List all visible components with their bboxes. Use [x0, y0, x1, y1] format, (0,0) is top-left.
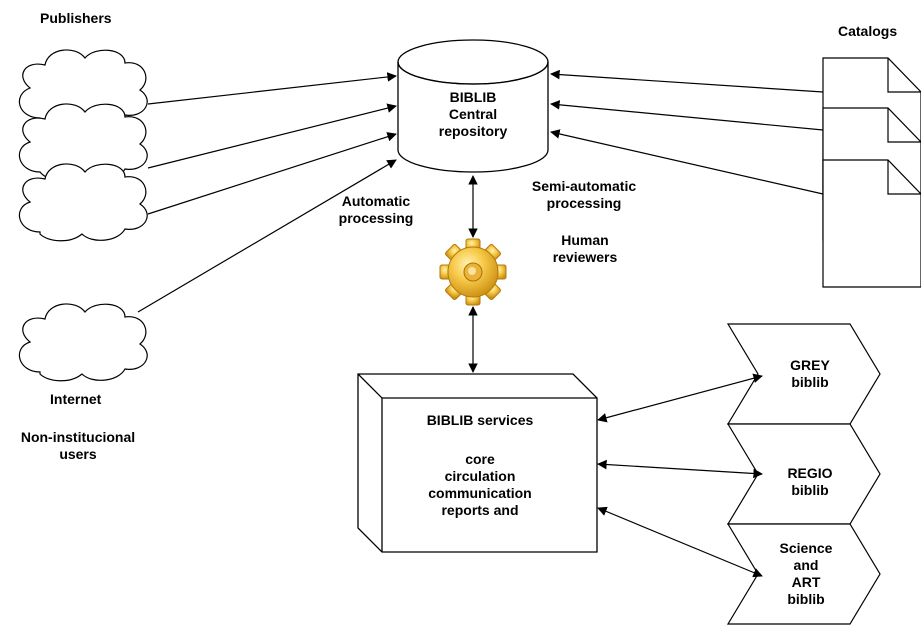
- repository-label-line-3: repository: [438, 123, 508, 139]
- users-label: Non-institucional users: [14, 429, 142, 463]
- grey-label-line-2: biblib: [791, 374, 829, 390]
- arrow-catalog-1: [550, 69, 824, 93]
- arrow-publisher-3: [147, 132, 397, 215]
- arrow-catalog-3: [550, 129, 824, 195]
- services-item-circulation: circulation: [444, 468, 516, 484]
- repository-label: BIBLIB Central repository: [418, 89, 528, 140]
- auto-processing-line-1: Automatic: [341, 193, 411, 209]
- auto-processing-label: Automatic processing: [328, 193, 424, 227]
- regio-label-line-2: biblib: [791, 482, 829, 498]
- repository-label-line-2: Central: [448, 106, 498, 122]
- semi-processing-line-2: processing: [546, 195, 622, 211]
- services-item-communication: communication: [428, 485, 532, 501]
- human-reviewers-line-1: Human: [561, 232, 609, 248]
- grey-label-line-1: GREY: [790, 357, 830, 373]
- auto-processing-line-2: processing: [338, 210, 414, 226]
- science-label-line-3: ART: [791, 574, 821, 590]
- gear-icon: [439, 238, 507, 306]
- human-reviewers-label: Human reviewers: [540, 232, 630, 266]
- publisher-cloud-3: [18, 163, 148, 242]
- services-item-reports: reports and: [441, 502, 519, 518]
- regio-label-line-1: REGIO: [787, 465, 833, 481]
- arrow-services-grey: [597, 373, 763, 423]
- semi-processing-line-1: Semi-automatic: [531, 178, 637, 194]
- services-title: BIBLIB services: [426, 412, 534, 428]
- publishers-label: Publishers: [40, 10, 112, 26]
- arrow-internet: [137, 159, 397, 313]
- repository-cylinder: [397, 39, 549, 173]
- arrow-publisher-1: [147, 72, 397, 105]
- arrow-catalog-2: [550, 100, 824, 131]
- semi-processing-label: Semi-automatic processing: [530, 178, 638, 212]
- repository-label-line-1: BIBLIB: [449, 89, 497, 105]
- services-items: core circulation communication reports a…: [400, 451, 560, 519]
- internet-label: Internet: [50, 391, 102, 407]
- arrow-publisher-2: [147, 103, 397, 169]
- arrow-services-regio: [597, 459, 763, 479]
- science-label-line-4: biblib: [787, 591, 825, 607]
- services-box: [357, 373, 598, 553]
- science-label-line-1: Science: [779, 540, 833, 556]
- science-label: Science and ART biblib: [766, 540, 846, 608]
- connector-arrows: [137, 69, 824, 578]
- catalogs-label: Catalogs: [838, 23, 898, 39]
- users-label-line-2: users: [59, 446, 97, 462]
- arrow-services-science: [597, 506, 763, 578]
- catalog-document-3: [822, 159, 921, 288]
- services-item-core: core: [465, 451, 495, 467]
- users-label-line-1: Non-institucional: [20, 429, 136, 445]
- internet-cloud: [18, 303, 148, 382]
- regio-label: REGIO biblib: [770, 465, 850, 499]
- human-reviewers-line-2: reviewers: [552, 249, 618, 265]
- science-label-line-2: and: [793, 557, 819, 573]
- grey-label: GREY biblib: [770, 357, 850, 391]
